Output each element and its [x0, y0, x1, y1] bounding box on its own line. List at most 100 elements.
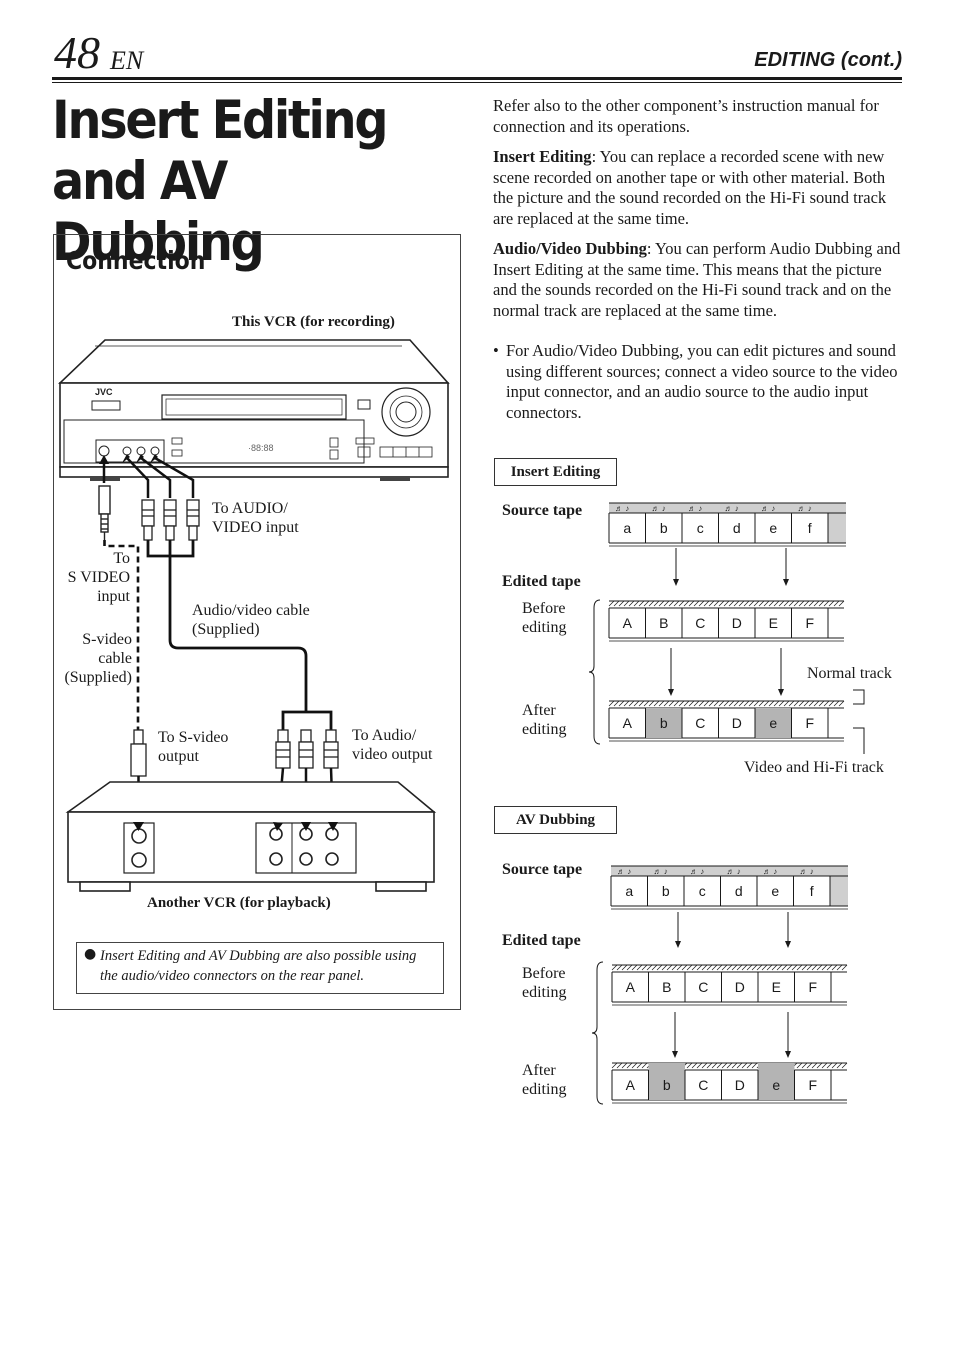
to-av-output-label: To Audio/video output [352, 727, 433, 763]
insert-editing-tag: Insert Editing [494, 458, 617, 486]
av-dubbing-bullet: • For Audio/Video Dubbing, you can edit … [493, 341, 898, 422]
to-av-input-label: To AUDIO/VIDEO input [212, 500, 299, 536]
av-dubbing-paragraph: Audio/Video Dubbing: You can perform Aud… [493, 239, 901, 320]
audio-note-icon: ♬ ♪ [727, 867, 741, 876]
tape-cell-label: C [695, 615, 705, 631]
audio-note-icon: ♬ ♪ [800, 867, 814, 876]
tape-cell-label: d [735, 883, 743, 899]
tape-cell-label: d [733, 520, 741, 536]
edited-tape-label: Edited tape [502, 932, 581, 949]
playback-vcr-illustration [65, 781, 437, 892]
tape-cell-label: e [769, 520, 777, 536]
av-cable [146, 540, 333, 730]
page-number: 48 [54, 27, 100, 78]
replaced-cell-shade [645, 708, 682, 738]
tape-cell-label: f [808, 520, 812, 536]
svideo-cable [103, 540, 140, 730]
copy-arrow-head [675, 941, 681, 948]
tape-cell-label: a [623, 520, 631, 536]
edited-tape-label: Edited tape [502, 573, 581, 590]
tape-cell-label: A [626, 1077, 636, 1093]
tape-cell-label: e [771, 883, 779, 899]
tape-cell-label: A [626, 979, 636, 995]
connection-title: Connection [66, 246, 206, 275]
tape-cell-label: A [623, 615, 633, 631]
source-tape-strip: ♬ ♪a♬ ♪b♬ ♪c♬ ♪d♬ ♪e♬ ♪f [610, 865, 848, 910]
audio-note-icon: ♬ ♪ [725, 504, 739, 513]
bottom-plugs [130, 729, 339, 777]
tape-cell-label: D [732, 615, 742, 631]
tape-cell-label: E [769, 615, 778, 631]
insert-editing-paragraph: Insert Editing: You can replace a record… [493, 147, 887, 228]
tape-cell-label: F [808, 1077, 817, 1093]
edited-tape-brace [588, 599, 601, 745]
tape-cell-label: e [772, 1077, 780, 1093]
tape-cell-label: B [659, 615, 668, 631]
copy-arrow-head [783, 579, 789, 586]
tape-cell-label: b [662, 883, 670, 899]
section-heading: EDITING (cont.) [754, 49, 902, 71]
connection-panel [53, 234, 461, 1010]
edited-tape-brace [591, 961, 604, 1105]
normal-track-bracket [853, 689, 865, 705]
note-box [76, 942, 444, 994]
replaced-cell-shade [758, 1070, 795, 1100]
header-rule [52, 77, 902, 80]
page-language: EN [110, 46, 144, 75]
av-cable-label: Audio/video cable(Supplied) [192, 602, 310, 638]
title-line: Insert Editing [52, 90, 388, 151]
audio-note-icon: ♬ ♪ [690, 867, 704, 876]
recording-vcr-label: This VCR (for recording) [232, 314, 395, 330]
replaced-cell-shade [755, 708, 792, 738]
replace-arrow-head [672, 1051, 678, 1058]
video-hifi-track-label: Video and Hi-Fi track [744, 759, 884, 776]
av-dubbing-tag: AV Dubbing [494, 806, 617, 834]
audio-note-icon: ♬ ♪ [615, 504, 629, 513]
tape-cell-label: D [735, 1077, 745, 1093]
audio-note-icon: ♬ ♪ [688, 504, 702, 513]
bullet-icon: • [493, 341, 499, 360]
tape-cell-label: A [623, 715, 633, 731]
replace-arrow-head [668, 689, 674, 696]
audio-note-icon: ♬ ♪ [652, 504, 666, 513]
audio-note-icon: ♬ ♪ [798, 504, 812, 513]
jvc-logo: JVC [95, 387, 113, 397]
normal-track-label: Normal track [807, 665, 892, 682]
tape-cell-label: C [698, 979, 708, 995]
source-tape-strip: ♬ ♪ a ♬ ♪ b ♬ ♪ c ♬ ♪ d ♬ ♪ e ♬ ♪ f [608, 502, 846, 547]
audio-note-icon: ♬ ♪ [654, 867, 668, 876]
source-tape-label: Source tape [502, 861, 583, 878]
audio-note-icon: ♬ ♪ [761, 504, 775, 513]
tape-cell-label: B [662, 979, 671, 995]
tape-cell-label: a [625, 883, 633, 899]
note-bullet-icon: ● [84, 946, 97, 962]
tape-cell-label: b [663, 1077, 671, 1093]
copy-arrow-head [785, 941, 791, 948]
tape-cell-label: b [660, 715, 668, 731]
tape-cell-label: F [805, 715, 814, 731]
page-title: Insert Editing and AV Dubbing [52, 90, 430, 273]
tape-cell-label: b [660, 520, 668, 536]
tape-cell-label: e [769, 715, 777, 731]
tape-cell-label: E [772, 979, 781, 995]
recording-vcr-illustration [58, 339, 450, 481]
svideo-plug-top [98, 485, 111, 540]
tape-cell-label: c [699, 883, 706, 899]
intro-paragraph: Refer also to the other component’s inst… [493, 96, 879, 136]
tape-cell-label: c [697, 520, 704, 536]
tape-cell-label: D [732, 715, 742, 731]
audio-note-icon: ♬ ♪ [617, 867, 631, 876]
copy-arrow-head [673, 579, 679, 586]
